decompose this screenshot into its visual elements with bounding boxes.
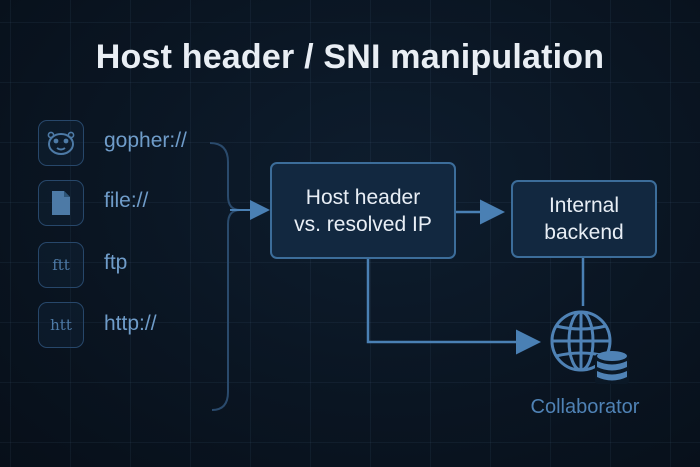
check-to-collaborator-arrow — [366, 259, 541, 355]
collaborator-label: Collaborator — [530, 396, 640, 418]
scheme-brace — [209, 142, 241, 411]
internal-box-line-1: Internal — [548, 194, 620, 217]
globe-database-icon — [550, 310, 629, 384]
file-icon — [38, 180, 84, 226]
http-text-icon: htt — [38, 302, 84, 348]
internal-box-line-2: backend — [544, 221, 624, 244]
diagram-title: Host header / SNI manipulation — [95, 38, 605, 76]
scheme-ftp: ftp — [104, 251, 128, 274]
host-vs-ip-check-box: Host header vs. resolved IP — [270, 162, 456, 259]
internal-backend-box: Internal backend — [511, 180, 657, 258]
gopher-mascot-icon — [38, 120, 84, 166]
ftp-text-icon: ftt — [38, 242, 84, 288]
check-box-line-2: vs. resolved IP — [294, 212, 432, 236]
scheme-file: file:// — [104, 189, 149, 212]
scheme-http: http:// — [104, 312, 157, 335]
check-box-line-1: Host header — [305, 185, 421, 209]
scheme-gopher: gopher:// — [104, 129, 187, 152]
